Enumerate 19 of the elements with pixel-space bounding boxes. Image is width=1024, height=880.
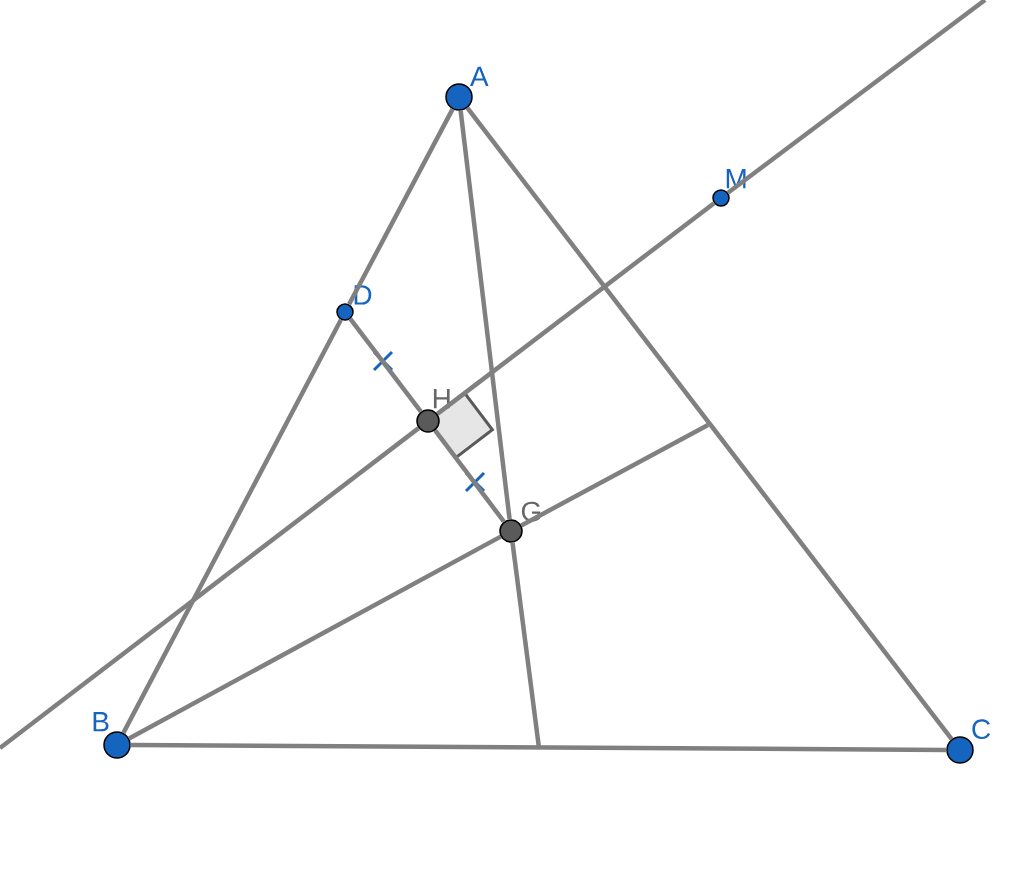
- point: C: [946, 719, 991, 764]
- line: [436, 201, 716, 416]
- node-label: A: [469, 66, 489, 87]
- point: A: [445, 66, 489, 111]
- node-label: C: [972, 719, 991, 740]
- node-label: B: [93, 712, 109, 732]
- point: B: [93, 712, 131, 759]
- line: [465, 106, 954, 741]
- line: [520, 423, 710, 528]
- line: [0, 426, 421, 750]
- line: [348, 317, 423, 414]
- line: [726, 0, 987, 195]
- line: [433, 429, 506, 523]
- line: [130, 742, 947, 753]
- line: [121, 318, 343, 734]
- line: [458, 110, 512, 520]
- line: [510, 542, 542, 749]
- line: [128, 534, 502, 741]
- line: [347, 108, 455, 306]
